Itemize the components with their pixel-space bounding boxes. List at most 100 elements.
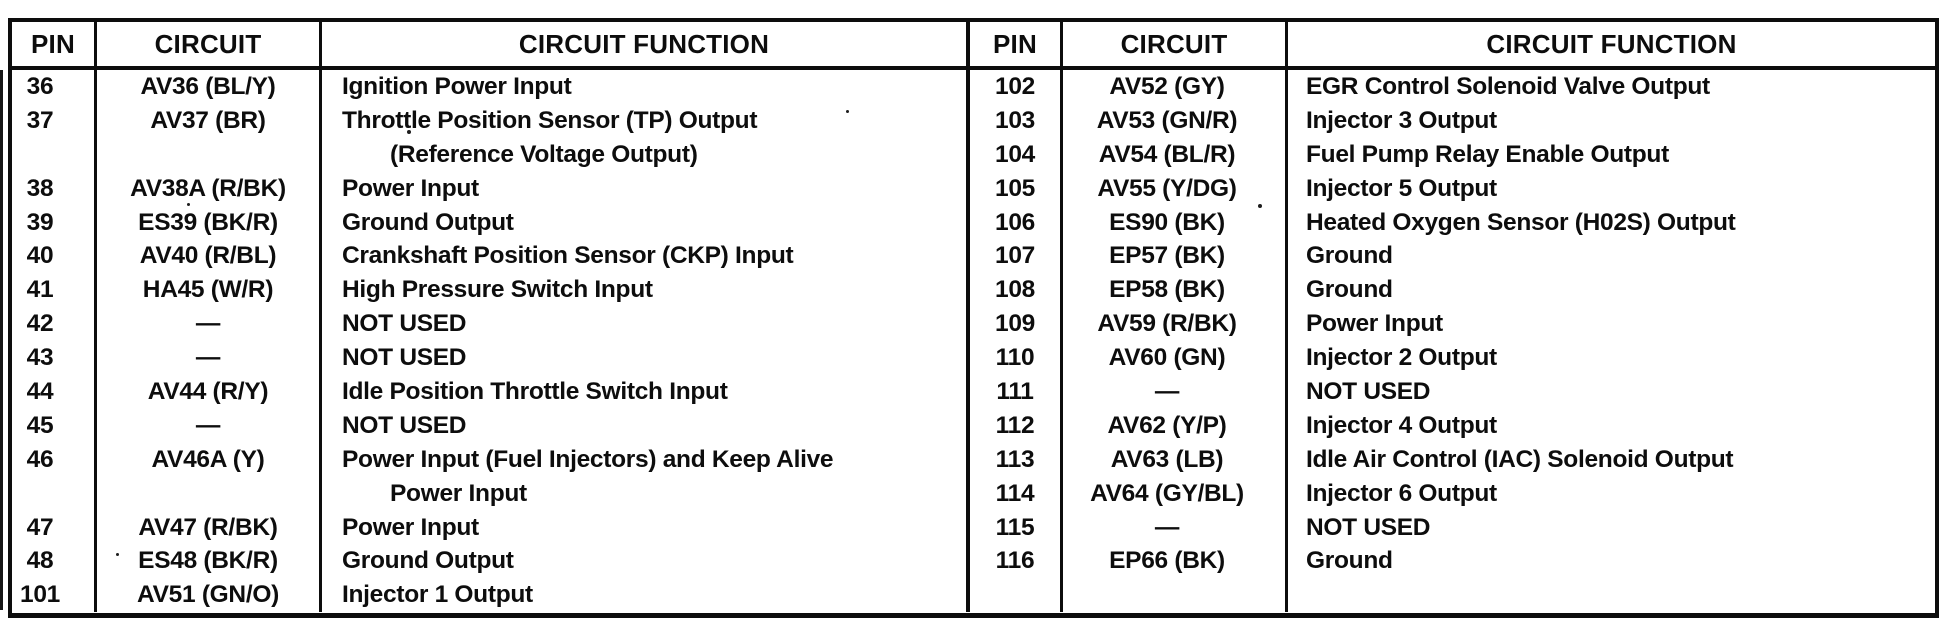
function-cell: Ground: [1306, 547, 1393, 575]
pin-cell: 45: [12, 408, 97, 443]
circuit-cell: —: [97, 408, 322, 443]
circuit-cell: [97, 476, 322, 511]
function-cell: (Reference Voltage Output): [322, 137, 970, 172]
function-cell: Injector 3 Output: [1306, 106, 1497, 134]
circuit-cell: —: [1063, 510, 1288, 545]
circuit-cell: AV53 (GN/R): [1063, 103, 1288, 138]
pin-cell: 103: [970, 103, 1063, 138]
circuit-cell: [97, 137, 322, 172]
function-cell: Idle Air Control (IAC) Solenoid Output: [1306, 445, 1734, 473]
scan-speck: [1258, 204, 1262, 208]
function-cell: Power Input: [322, 476, 970, 511]
circuit-cell: AV40 (R/BL): [97, 239, 322, 274]
function-cell: Power Input: [322, 171, 970, 206]
pin-cell: 107: [970, 239, 1063, 274]
circuit-header-right: CIRCUIT: [1063, 22, 1288, 66]
pin-header-right: PIN: [970, 22, 1063, 66]
function-cell: Injector 2 Output: [1306, 344, 1497, 372]
pin-cell: 114: [970, 476, 1063, 511]
circuit-cell: ES90 (BK): [1063, 205, 1288, 240]
pin-cell: 108: [970, 273, 1063, 308]
circuit-cell: ES39 (BK/R): [97, 205, 322, 240]
pin-cell: 104: [970, 137, 1063, 172]
circuit-cell: AV63 (LB): [1063, 442, 1288, 477]
pin-cell: 115: [970, 510, 1063, 545]
function-cell: Power Input: [1306, 310, 1443, 338]
circuit-header-left: CIRCUIT: [97, 22, 322, 66]
function-cell: NOT USED: [322, 307, 970, 342]
pin-cell: 46: [12, 442, 97, 477]
circuit-cell: HA45 (W/R): [97, 273, 322, 308]
scan-speck: [407, 130, 411, 134]
circuit-cell: EP66 (BK): [1063, 544, 1288, 579]
function-header-left: CIRCUIT FUNCTION: [322, 22, 970, 66]
function-cell: Injector 1 Output: [322, 578, 970, 613]
pin-cell: 113: [970, 442, 1063, 477]
circuit-cell: AV64 (GY/BL): [1063, 476, 1288, 511]
function-cell: Power Input (Fuel Injectors) and Keep Al…: [322, 442, 970, 477]
circuit-cell: AV37 (BR): [97, 103, 322, 138]
circuit-cell: —: [97, 341, 322, 376]
pin-header-left: PIN: [12, 22, 97, 66]
circuit-cell: AV54 (BL/R): [1063, 137, 1288, 172]
function-cell: Power Input: [322, 510, 970, 545]
pin-cell: [12, 476, 97, 511]
circuit-cell: AV52 (GY): [1063, 70, 1288, 104]
pin-cell: [12, 137, 97, 172]
pin-cell: 109: [970, 307, 1063, 342]
function-cell: NOT USED: [322, 408, 970, 443]
circuit-cell: AV46A (Y): [97, 442, 322, 477]
table-header-row: PIN CIRCUIT CIRCUIT FUNCTION PIN CIRCUIT…: [12, 22, 1935, 70]
pin-circuit-table: PIN CIRCUIT CIRCUIT FUNCTION PIN CIRCUIT…: [8, 18, 1939, 618]
pin-cell: 112: [970, 408, 1063, 443]
pin-cell: 48: [12, 544, 97, 579]
pin-cell: 105: [970, 171, 1063, 206]
function-cell: Ground Output: [322, 205, 970, 240]
pin-cell: 102: [970, 70, 1063, 104]
function-cell: EGR Control Solenoid Valve Output: [1306, 72, 1710, 100]
circuit-cell: AV60 (GN): [1063, 341, 1288, 376]
circuit-cell: —: [97, 307, 322, 342]
pin-cell: 116: [970, 544, 1063, 579]
circuit-cell: AV36 (BL/Y): [97, 70, 322, 104]
pin-cell: 47: [12, 510, 97, 545]
function-cell: Injector 4 Output: [1306, 411, 1497, 439]
pin-cell: 106: [970, 205, 1063, 240]
circuit-cell: ES48 (BK/R): [97, 544, 322, 579]
circuit-cell: AV51 (GN/O): [97, 578, 322, 613]
function-cell: Throttle Position Sensor (TP) Output: [322, 103, 970, 138]
circuit-cell: AV44 (R/Y): [97, 375, 322, 409]
circuit-cell: AV55 (Y/DG): [1063, 171, 1288, 206]
pin-cell: 101: [12, 578, 97, 613]
function-cell: Ground Output: [322, 544, 970, 579]
pin-cell: 41: [12, 273, 97, 308]
pin-cell: [970, 578, 1063, 613]
circuit-cell: [1063, 578, 1288, 613]
function-cell: High Pressure Switch Input: [322, 273, 970, 308]
circuit-cell: AV59 (R/BK): [1063, 307, 1288, 342]
pin-cell: 111: [970, 375, 1063, 409]
function-cell: Ground: [1306, 242, 1393, 270]
function-cell: NOT USED: [1306, 513, 1431, 541]
function-cell: Injector 5 Output: [1306, 174, 1497, 202]
function-cell: NOT USED: [1306, 377, 1431, 405]
function-header-right: CIRCUIT FUNCTION: [1486, 28, 1737, 59]
pin-cell: 40: [12, 239, 97, 274]
circuit-cell: AV62 (Y/P): [1063, 408, 1288, 443]
scan-speck: [846, 110, 849, 113]
circuit-cell: EP58 (BK): [1063, 273, 1288, 308]
circuit-cell: AV47 (R/BK): [97, 510, 322, 545]
scan-edge-artifact: [0, 70, 3, 610]
pin-cell: 37: [12, 103, 97, 138]
pin-cell: 36: [12, 70, 97, 104]
function-cell: Idle Position Throttle Switch Input: [322, 375, 970, 409]
pin-cell: 110: [970, 341, 1063, 376]
scan-speck: [116, 553, 119, 556]
pin-cell: 43: [12, 341, 97, 376]
function-cell: NOT USED: [322, 341, 970, 376]
pin-cell: 42: [12, 307, 97, 342]
function-cell: Fuel Pump Relay Enable Output: [1306, 140, 1669, 168]
pin-cell: 38: [12, 171, 97, 206]
